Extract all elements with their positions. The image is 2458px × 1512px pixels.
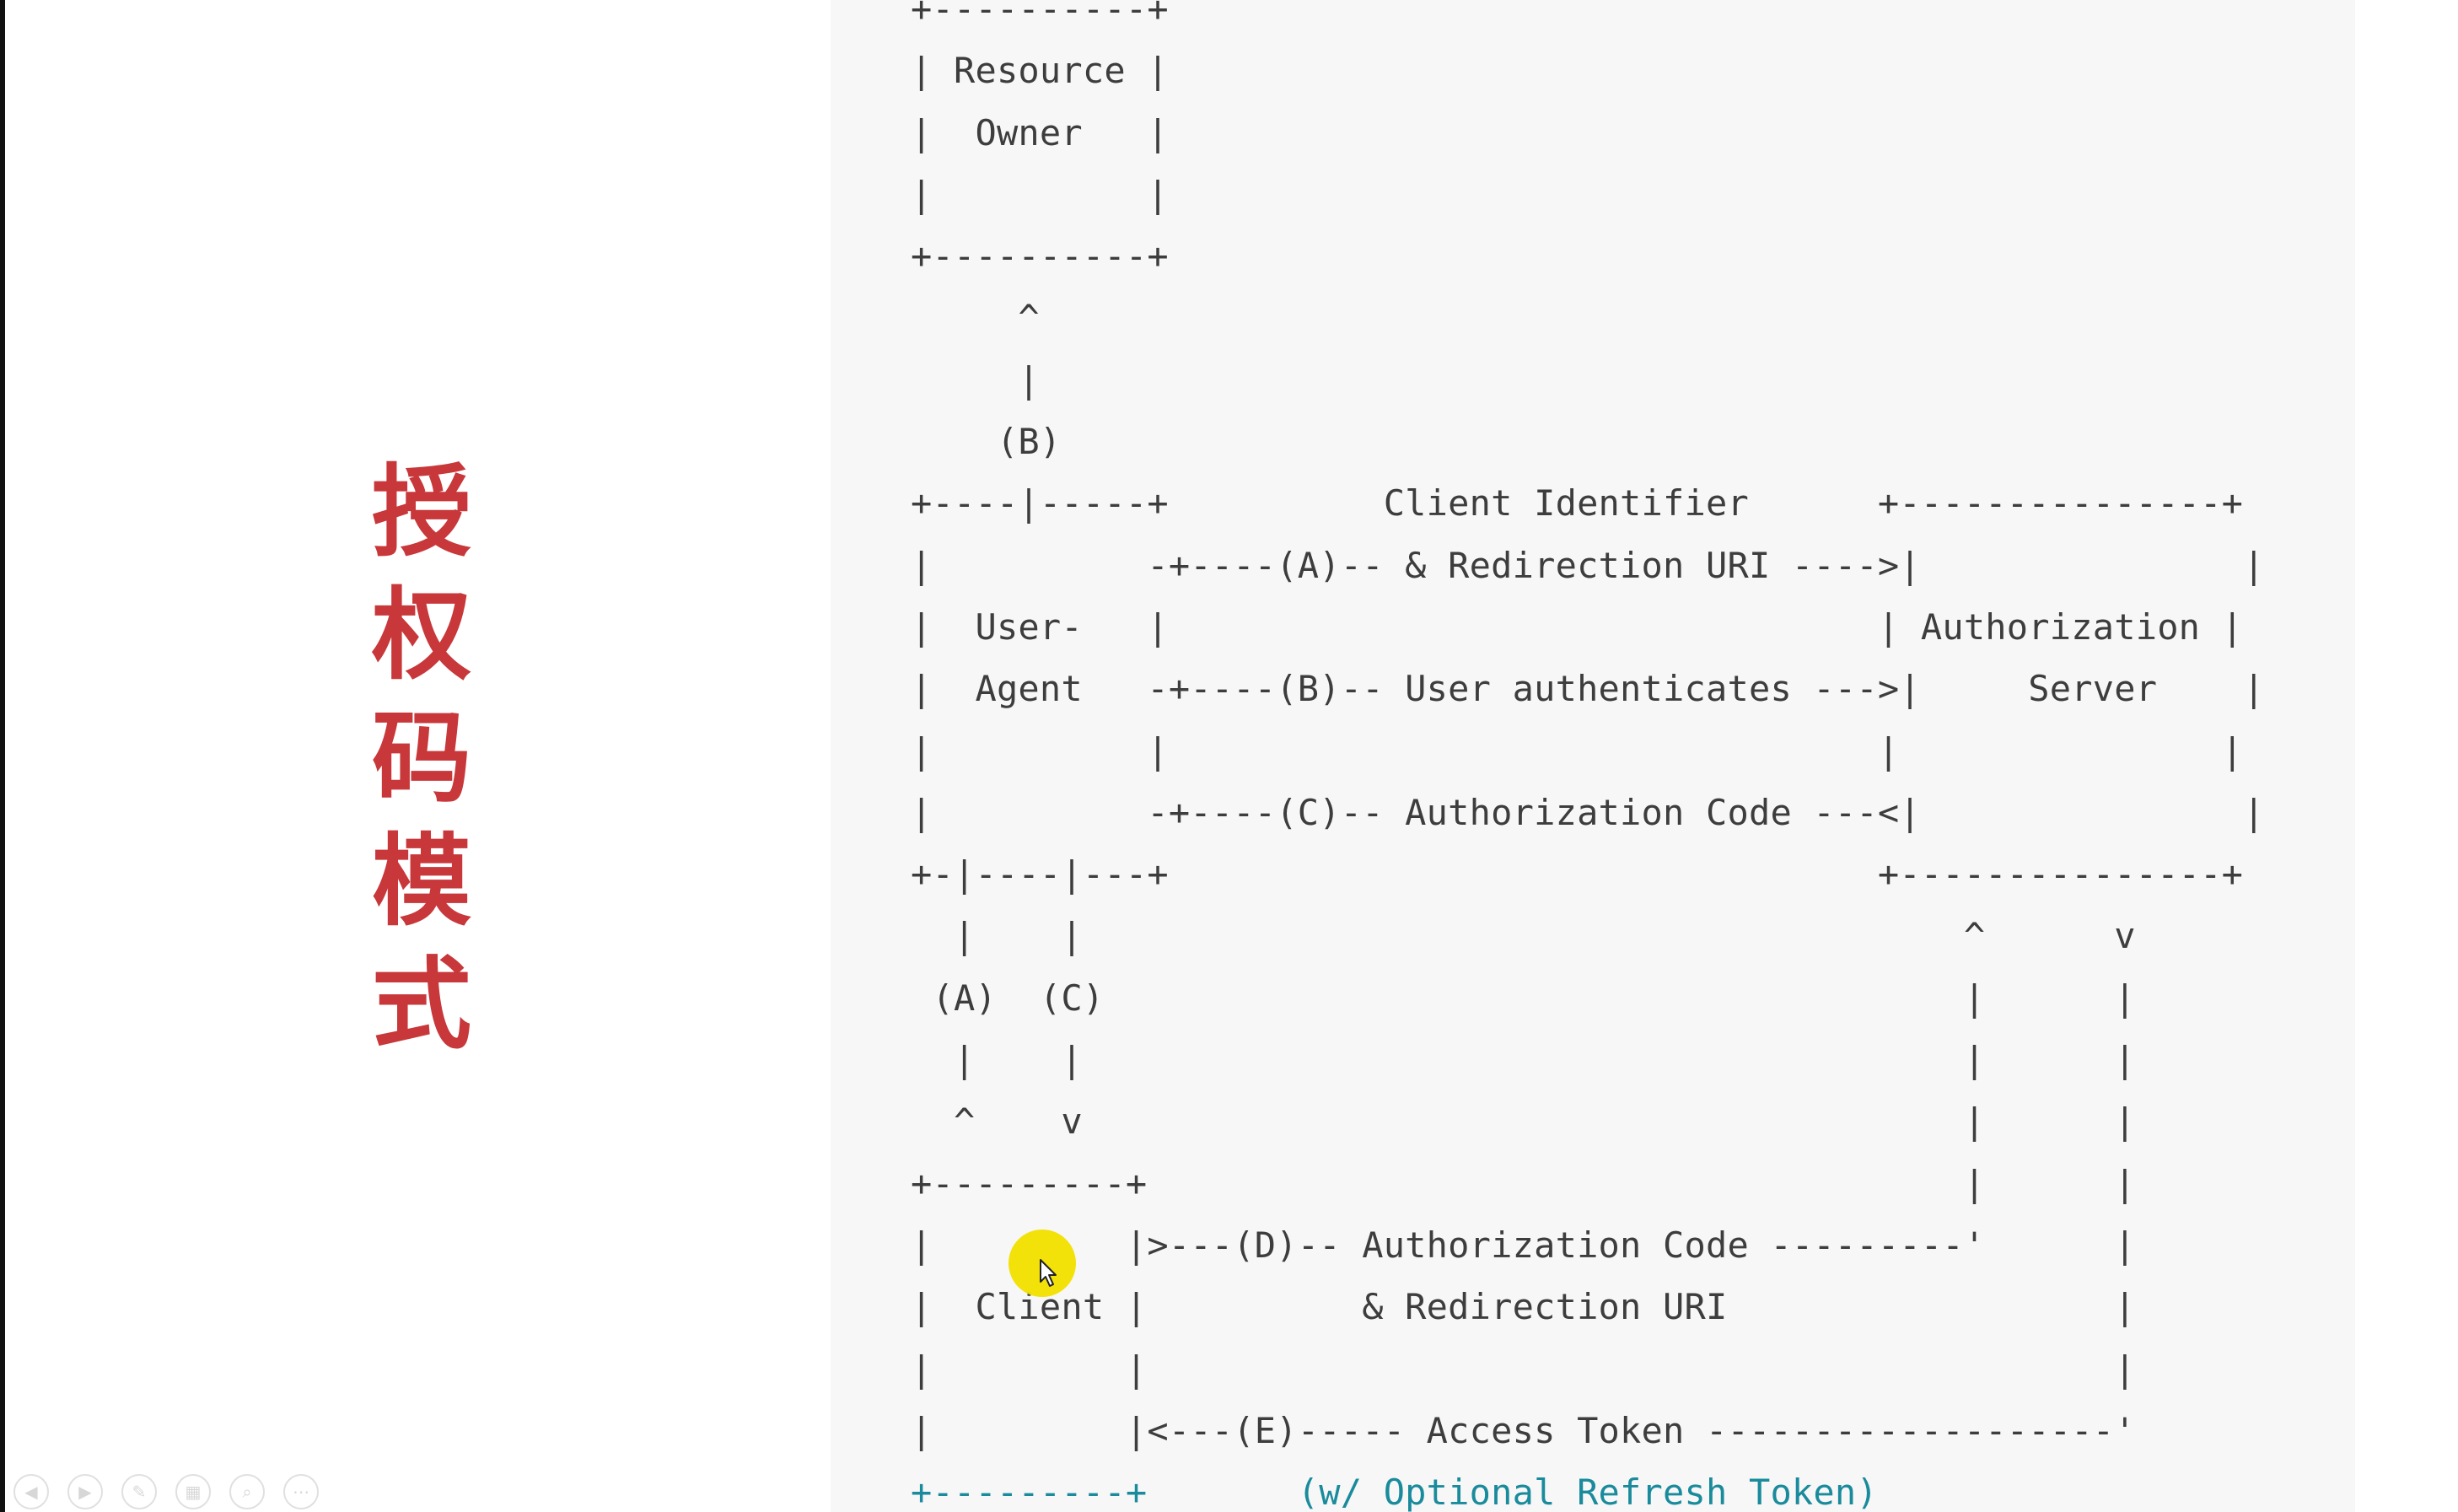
diagram-line: | | | (911, 1348, 2136, 1390)
code-block-panel (831, 0, 2355, 1512)
mouse-cursor-icon (1040, 1259, 1057, 1287)
diagram-line: | -+----(C)-- Authorization Code ---<| | (911, 791, 2265, 833)
diagram-line: | Client | & Redirection URI | (911, 1286, 2136, 1328)
diagram-line: | | (911, 173, 1169, 215)
diagram-line: ^ v | | (911, 1100, 2136, 1143)
diagram-line: ^ (911, 297, 1040, 339)
diagram-line: +-|----|---+ +---------------+ (911, 853, 2244, 896)
title-char: 模 (371, 823, 471, 939)
diagram-line: | |>---(D)-- Authorization Code --------… (911, 1224, 2136, 1266)
next-icon[interactable]: ▶ (67, 1474, 103, 1509)
diagram-line: | |<---(E)----- Access Token -----------… (911, 1409, 2136, 1451)
pen-icon[interactable]: ✎ (121, 1474, 157, 1509)
diagram-line: (A) (C) | | (911, 977, 2136, 1019)
oauth-flow-diagram: +----------+ | Resource | | Owner | | | +---… (911, 0, 2265, 1512)
diagram-line: | | ^ v (911, 915, 2136, 957)
diagram-line: | | | | (911, 729, 2244, 772)
diagram-line: +----------+ (911, 235, 1169, 277)
slide-title: 授 权 码 模 式 (363, 462, 481, 1054)
zoom-icon[interactable]: ⌕ (229, 1474, 265, 1509)
diagram-line: | -+----(A)-- & Redirection URI ---->| | (911, 544, 2265, 586)
diagram-line: +---------+ | | (911, 1162, 2136, 1204)
title-char: 授 (371, 454, 471, 570)
prev-icon[interactable]: ◀ (13, 1474, 49, 1509)
diagram-line: (B) (911, 421, 1062, 463)
slideshow-toolbar: ◀ ▶ ✎ ▦ ⌕ ⋯ (13, 1474, 319, 1509)
diagram-line: | User- | | Authorization | (911, 605, 2244, 648)
diagram-line: | (911, 358, 1040, 401)
diagram-line: | Owner | (911, 111, 1169, 153)
diagram-line-refresh-token: +---------+ (w/ Optional Refresh Token) (911, 1472, 1878, 1512)
title-char: 码 (371, 700, 471, 816)
diagram-line: | | | | (911, 1039, 2136, 1081)
title-char: 式 (371, 946, 471, 1063)
diagram-line: | Resource | (911, 50, 1169, 92)
more-icon[interactable]: ⋯ (283, 1474, 319, 1509)
diagram-line: +----------+ (911, 0, 1169, 30)
title-char: 权 (371, 577, 471, 693)
left-edge-border (0, 0, 5, 1512)
diagram-line: +----|-----+ Client Identifier +--------… (911, 482, 2244, 525)
diagram-line: | Agent -+----(B)-- User authenticates -… (911, 668, 2265, 710)
slides-icon[interactable]: ▦ (175, 1474, 211, 1509)
